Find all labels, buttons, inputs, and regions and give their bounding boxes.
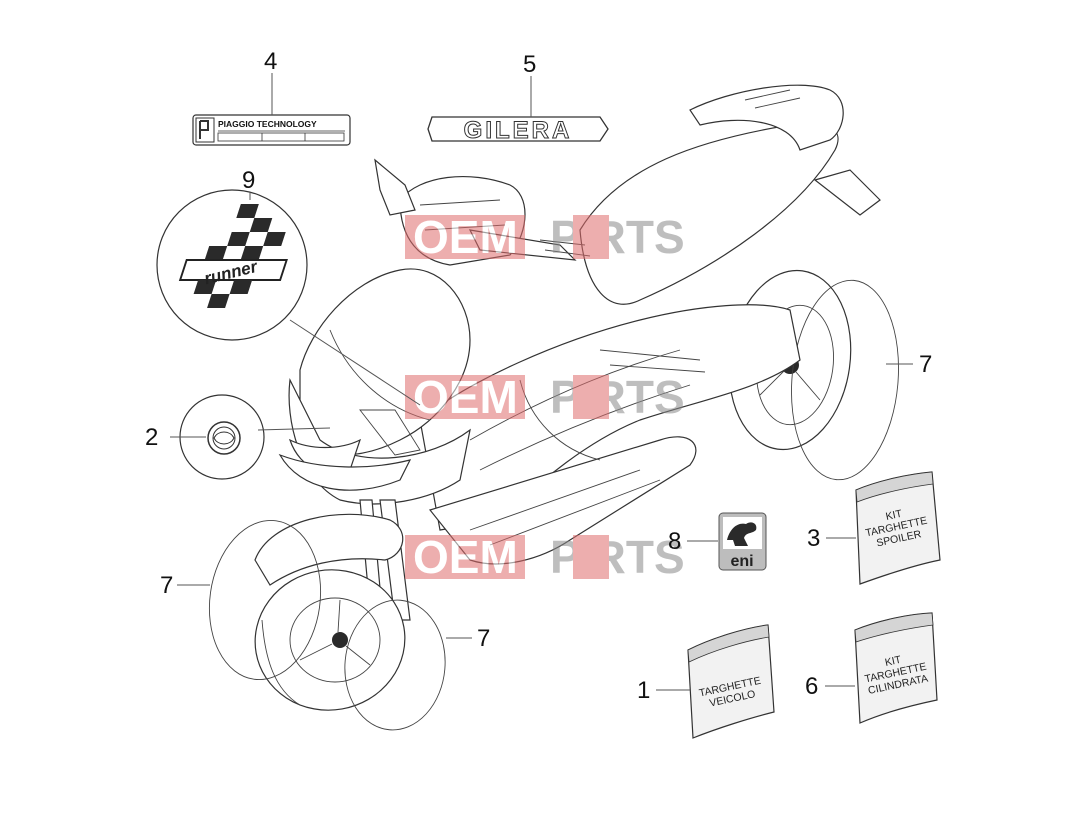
svg-text:KIT: KIT — [885, 508, 904, 523]
callout-9: 9 — [242, 167, 255, 194]
callout-3: 3 — [807, 525, 820, 552]
svg-text:PIAGGIO TECHNOLOGY: PIAGGIO TECHNOLOGY — [218, 119, 317, 129]
tail-rack — [689, 84, 844, 151]
callout-7-rear: 7 — [919, 351, 932, 378]
gilera-logo-badge — [179, 394, 265, 480]
bag-targhette-veicolo: TARGHETTE VEICOLO — [687, 624, 775, 739]
svg-text:P RTS: P RTS — [550, 531, 685, 583]
svg-text:OEM: OEM — [413, 371, 518, 423]
svg-text:eni: eni — [730, 553, 753, 570]
callout-5: 5 — [523, 51, 536, 78]
callout-2: 2 — [145, 424, 158, 451]
seat — [579, 122, 839, 305]
callout-8: 8 — [668, 528, 681, 555]
front-wheel — [254, 569, 406, 711]
bag-kit-targhette-spoiler: KIT TARGHETTE SPOILER — [855, 471, 941, 585]
callout-6: 6 — [805, 673, 818, 700]
eni-decal: eni — [718, 512, 767, 571]
leader-lines — [170, 73, 913, 691]
rear-tyre-decal-ring — [791, 279, 899, 481]
front-tyre-decal-ring-right — [344, 599, 446, 731]
callout-4: 4 — [264, 48, 277, 75]
piaggio-technology-decal: PIAGGIO TECHNOLOGY — [192, 114, 351, 146]
callout-numbers: 4 5 9 2 7 7 7 8 3 1 6 — [145, 48, 932, 704]
callout-1: 1 — [637, 677, 650, 704]
callout-7-front-left: 7 — [160, 572, 173, 599]
svg-text:OEM: OEM — [413, 531, 518, 583]
svg-text:KIT: KIT — [884, 654, 903, 669]
front-fender — [254, 513, 404, 586]
svg-text:GILERA: GILERA — [464, 117, 573, 144]
svg-text:OEM: OEM — [413, 211, 518, 263]
bag-kit-targhette-cilindrata: KIT TARGHETTE CILINDRATA — [854, 612, 938, 724]
runner-decal: runner — [156, 189, 308, 341]
svg-text:P RTS: P RTS — [550, 371, 685, 423]
svg-text:P RTS: P RTS — [550, 211, 685, 263]
gilera-decal: GILERA — [427, 116, 609, 145]
watermark: OEM P RTS OEM P RTS OEM P RTS — [405, 211, 685, 583]
callout-7-front-right: 7 — [477, 625, 490, 652]
front-tyre-decal-ring-left — [208, 519, 322, 681]
